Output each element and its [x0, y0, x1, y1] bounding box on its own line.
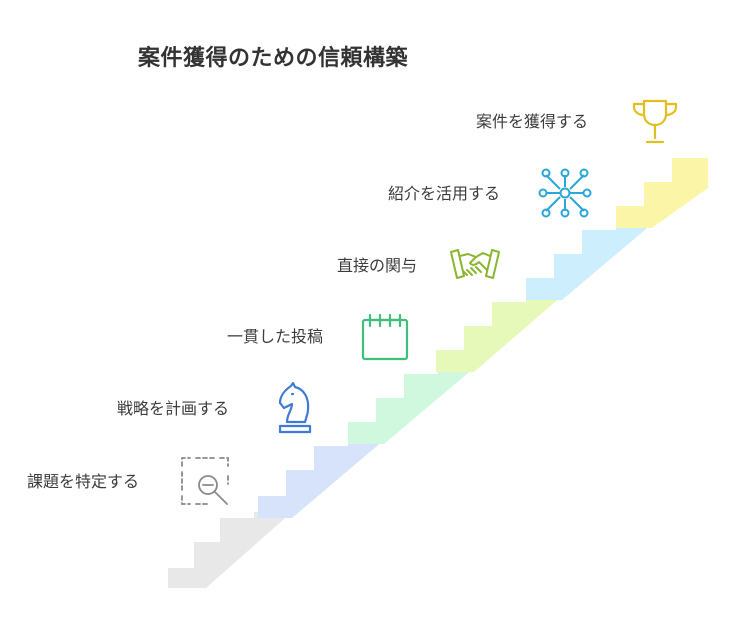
step-label-planning: 戦略を計画する: [117, 399, 230, 418]
diagram-title: 案件獲得のための信頼構築: [138, 46, 409, 71]
zoom-out-icon: [181, 457, 229, 505]
stair-segment-3: [348, 368, 474, 444]
calendar-icon: [361, 313, 409, 361]
handshake-icon: [450, 249, 500, 279]
stair-segment-2: [258, 440, 384, 518]
step-label-identify: 課題を特定する: [27, 472, 140, 491]
network-icon: [538, 168, 592, 218]
chess-knight-icon: [278, 382, 312, 434]
stair-segment-4: [436, 296, 562, 372]
step-label-referral: 紹介を活用する: [388, 184, 501, 203]
stair-segment-6: [616, 158, 708, 228]
stair-segment-1: [168, 512, 292, 588]
stair-segment-5: [526, 224, 652, 300]
trophy-icon: [632, 99, 678, 144]
step-label-engagement: 直接の関与: [337, 256, 418, 275]
step-label-posting: 一貫した投稿: [227, 327, 324, 346]
step-label-acquire: 案件を獲得する: [476, 112, 589, 131]
